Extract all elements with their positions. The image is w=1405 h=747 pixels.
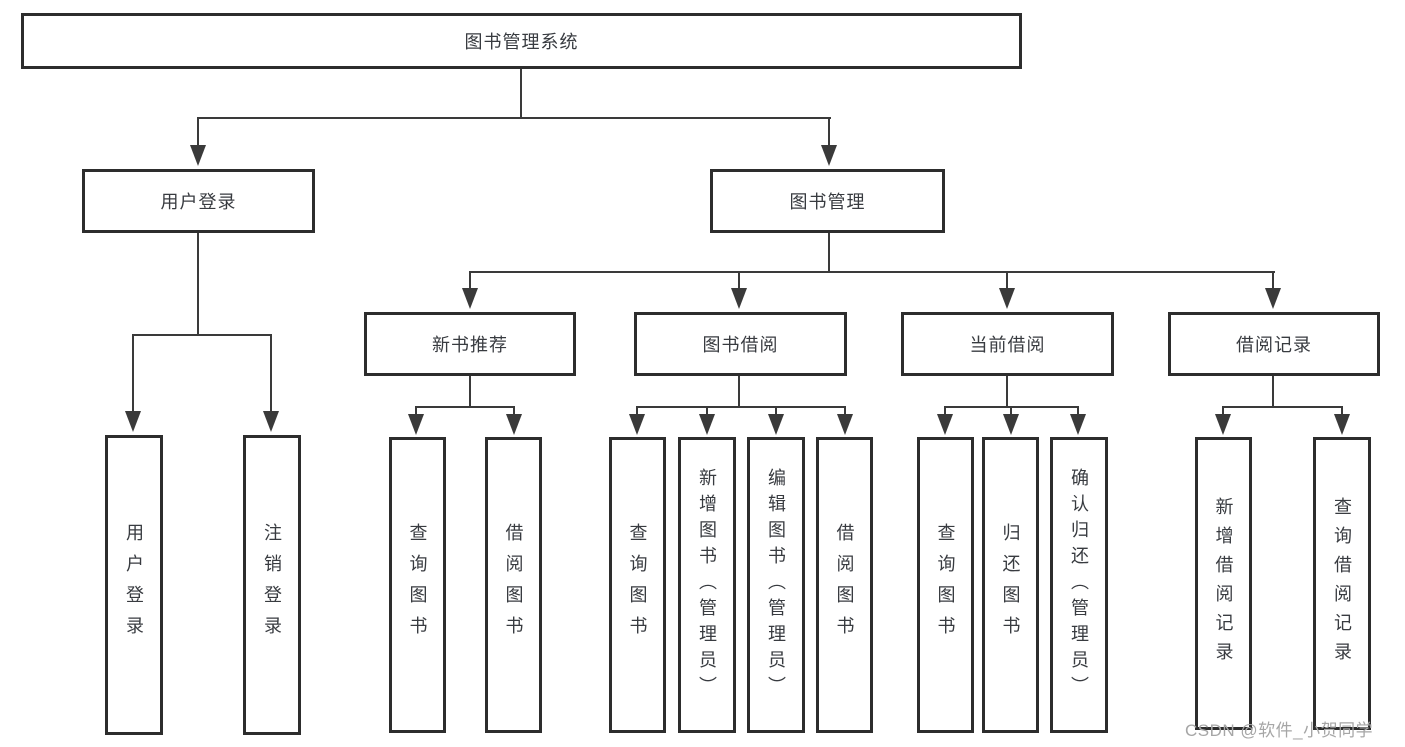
arrow-down-icon: [1003, 414, 1019, 435]
connector-line: [415, 406, 515, 408]
connector-line: [828, 117, 830, 147]
leaf-label: 新增图书（管理员）: [697, 468, 717, 702]
leaf-newbook-borrow-books: 借阅图书: [485, 437, 542, 733]
leaf-borrow-borrow-books: 借阅图书: [816, 437, 873, 733]
arrow-down-icon: [1265, 288, 1281, 309]
leaf-borrow-add-books-admin: 新增图书（管理员）: [678, 437, 736, 733]
node-label: 用户登录: [160, 192, 237, 212]
node-library-management-system: 图书管理系统: [21, 13, 1022, 69]
node-label: 图书管理: [789, 192, 866, 212]
connector-line: [1222, 406, 1224, 416]
connector-line: [944, 406, 946, 416]
leaf-label: 借阅图书: [503, 523, 524, 647]
connector-line: [775, 406, 777, 416]
connector-line: [844, 406, 846, 416]
node-label: 当前借阅: [969, 335, 1046, 355]
connector-line: [197, 233, 199, 335]
connector-line: [738, 271, 740, 290]
arrow-down-icon: [768, 414, 784, 435]
arrow-down-icon: [821, 145, 837, 166]
arrow-down-icon: [125, 411, 141, 432]
node-user-login: 用户登录: [82, 169, 315, 233]
arrow-down-icon: [837, 414, 853, 435]
connector-line: [469, 376, 471, 408]
leaf-record-add-borrow-record: 新增借阅记录: [1195, 437, 1252, 730]
arrow-down-icon: [263, 411, 279, 432]
csdn-watermark: CSDN @软件_小贺同学: [1185, 721, 1374, 740]
connector-line: [636, 406, 638, 416]
arrow-down-icon: [731, 288, 747, 309]
leaf-label: 借阅图书: [834, 523, 855, 647]
node-new-book-recommend: 新书推荐: [364, 312, 576, 376]
connector-line: [1006, 376, 1008, 408]
leaf-current-query-books: 查询图书: [917, 437, 974, 733]
leaf-label: 注销登录: [262, 523, 282, 647]
connector-line: [1077, 406, 1079, 416]
arrow-down-icon: [506, 414, 522, 435]
arrow-down-icon: [699, 414, 715, 435]
connector-line: [1272, 376, 1274, 408]
arrow-down-icon: [462, 288, 478, 309]
leaf-current-return-books: 归还图书: [982, 437, 1039, 733]
connector-line: [469, 271, 1275, 273]
connector-line: [520, 69, 522, 118]
leaf-label: 查询借阅记录: [1332, 496, 1352, 671]
leaf-borrow-query-books: 查询图书: [609, 437, 666, 733]
leaf-newbook-query-books: 查询图书: [389, 437, 446, 733]
connector-line: [469, 271, 471, 290]
leaf-label: 查询图书: [407, 523, 428, 647]
node-book-borrow: 图书借阅: [634, 312, 847, 376]
node-borrow-record: 借阅记录: [1168, 312, 1380, 376]
leaf-label: 确认归还（管理员）: [1069, 468, 1089, 702]
leaf-label: 查询图书: [627, 523, 648, 647]
arrow-down-icon: [1334, 414, 1350, 435]
node-book-management: 图书管理: [710, 169, 945, 233]
connector-line: [1272, 271, 1274, 290]
connector-line: [132, 334, 272, 336]
arrow-down-icon: [1215, 414, 1231, 435]
leaf-current-confirm-return-admin: 确认归还（管理员）: [1050, 437, 1108, 733]
connector-line: [197, 117, 831, 119]
connector-line: [132, 334, 134, 413]
arrow-down-icon: [190, 145, 206, 166]
node-label: 借阅记录: [1236, 335, 1312, 355]
leaf-label: 新增借阅记录: [1213, 496, 1234, 671]
connector-line: [636, 406, 846, 408]
connector-line: [1222, 406, 1343, 408]
leaf-label: 归还图书: [1000, 523, 1021, 647]
connector-line: [1010, 406, 1012, 416]
node-label: 图书管理系统: [464, 32, 579, 52]
connector-line: [270, 334, 272, 413]
connector-line: [738, 376, 740, 408]
connector-line: [1341, 406, 1343, 416]
arrow-down-icon: [937, 414, 953, 435]
leaf-label: 用户登录: [124, 523, 144, 647]
arrow-down-icon: [408, 414, 424, 435]
leaf-record-query-borrow-record: 查询借阅记录: [1313, 437, 1371, 730]
leaf-label: 编辑图书（管理员）: [766, 468, 786, 702]
connector-line: [706, 406, 708, 416]
leaf-logout: 注销登录: [243, 435, 301, 735]
connector-line: [828, 233, 830, 273]
leaf-user-login: 用户登录: [105, 435, 163, 735]
connector-line: [415, 406, 417, 416]
leaf-borrow-edit-books-admin: 编辑图书（管理员）: [747, 437, 805, 733]
leaf-label: 查询图书: [935, 523, 956, 647]
connector-line: [1006, 271, 1008, 290]
node-current-borrow: 当前借阅: [901, 312, 1114, 376]
connector-line: [513, 406, 515, 416]
arrow-down-icon: [629, 414, 645, 435]
arrow-down-icon: [999, 288, 1015, 309]
arrow-down-icon: [1070, 414, 1086, 435]
connector-line: [197, 117, 199, 147]
node-label: 图书借阅: [702, 335, 779, 355]
node-label: 新书推荐: [432, 335, 508, 355]
